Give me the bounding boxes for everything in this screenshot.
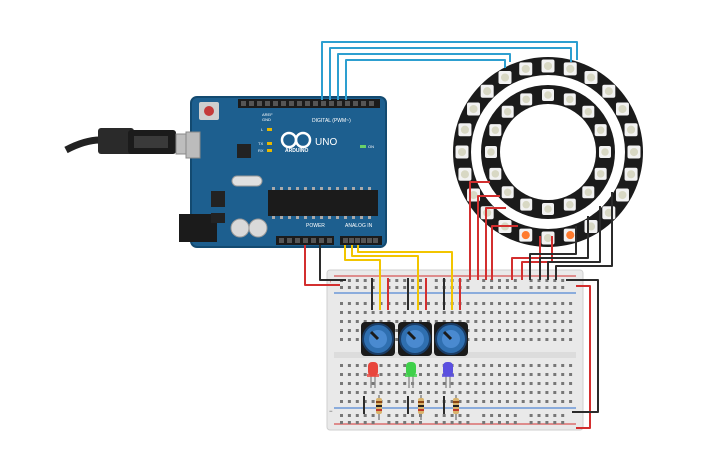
red-led (367, 362, 379, 388)
neopixel-led (594, 124, 607, 137)
arduino-model: UNO (315, 137, 337, 148)
resistor-blue (453, 395, 459, 420)
neopixel-led (602, 206, 616, 220)
neopixel-led (563, 228, 577, 242)
neopixel-led (520, 198, 533, 211)
breadboard-holes (340, 279, 573, 424)
neopixel-led (624, 167, 638, 181)
l-label: L (261, 127, 264, 132)
neopixel-led (602, 84, 616, 98)
neopixel-led (467, 102, 481, 116)
neopixel-led (480, 84, 494, 98)
neopixel-led (584, 219, 598, 233)
neopixel-led (541, 59, 555, 73)
arduino-logo: ARDUINO UNO (280, 131, 337, 154)
digital-label: DIGITAL (PWM~) (312, 118, 351, 124)
green-led (405, 362, 417, 388)
rail-plus-top: + (329, 279, 333, 285)
aref-label: AREF (262, 112, 273, 117)
neopixel-led (563, 62, 577, 76)
neopixel-led (458, 123, 472, 137)
rail-minus-bottom: − (329, 409, 333, 415)
neopixel-led (582, 105, 595, 118)
neopixel-led (498, 71, 512, 85)
neopixel-led (501, 186, 514, 199)
on-label: ON (368, 144, 374, 149)
usb-cable[interactable] (64, 128, 199, 155)
arduino-uno-board[interactable]: AREF GND DIGITAL (PWM~) ARDUINO UNO L TX… (179, 96, 387, 248)
neopixel-led (542, 89, 554, 101)
neopixel-led (627, 145, 641, 159)
tx-label: TX (258, 141, 263, 146)
neopixel-led (615, 188, 629, 202)
neopixel-led (519, 62, 533, 76)
neopixel-led (542, 203, 554, 215)
neopixel-led (563, 198, 576, 211)
potentiometers[interactable] (361, 322, 468, 356)
neopixel-led (458, 167, 472, 181)
arduino-brand: ARDUINO (285, 148, 308, 154)
neopixel-ring-inner[interactable] (481, 85, 615, 219)
gnd-label: GND (262, 117, 271, 122)
neopixel-led (520, 93, 533, 106)
power-label: POWER (306, 223, 325, 229)
wires[interactable] (304, 41, 613, 429)
neopixel-led (455, 145, 469, 159)
blue-led (442, 362, 454, 388)
neopixel-led (624, 123, 638, 137)
neopixel-led (485, 146, 497, 158)
leds (367, 362, 454, 388)
resistor-red (376, 395, 382, 420)
rx-label: RX (258, 148, 264, 153)
resistor-green (418, 395, 424, 420)
resistors (363, 395, 459, 420)
neopixel-led (582, 186, 595, 199)
analog-label: ANALOG IN (345, 223, 373, 229)
neopixel-led (563, 93, 576, 106)
neopixel-led (489, 167, 502, 180)
potentiometer-knob[interactable] (398, 322, 432, 356)
neopixel-led (615, 102, 629, 116)
atmega-chip (268, 190, 378, 216)
neopixel-led (594, 167, 607, 180)
potentiometer-knob[interactable] (361, 322, 395, 356)
neopixel-led (584, 71, 598, 85)
neopixel-led (599, 146, 611, 158)
dc-power-jack[interactable] (179, 214, 217, 242)
neopixel-led (519, 228, 533, 242)
neopixel-led (501, 105, 514, 118)
potentiometer-knob[interactable] (434, 322, 468, 356)
neopixel-led (489, 124, 502, 137)
